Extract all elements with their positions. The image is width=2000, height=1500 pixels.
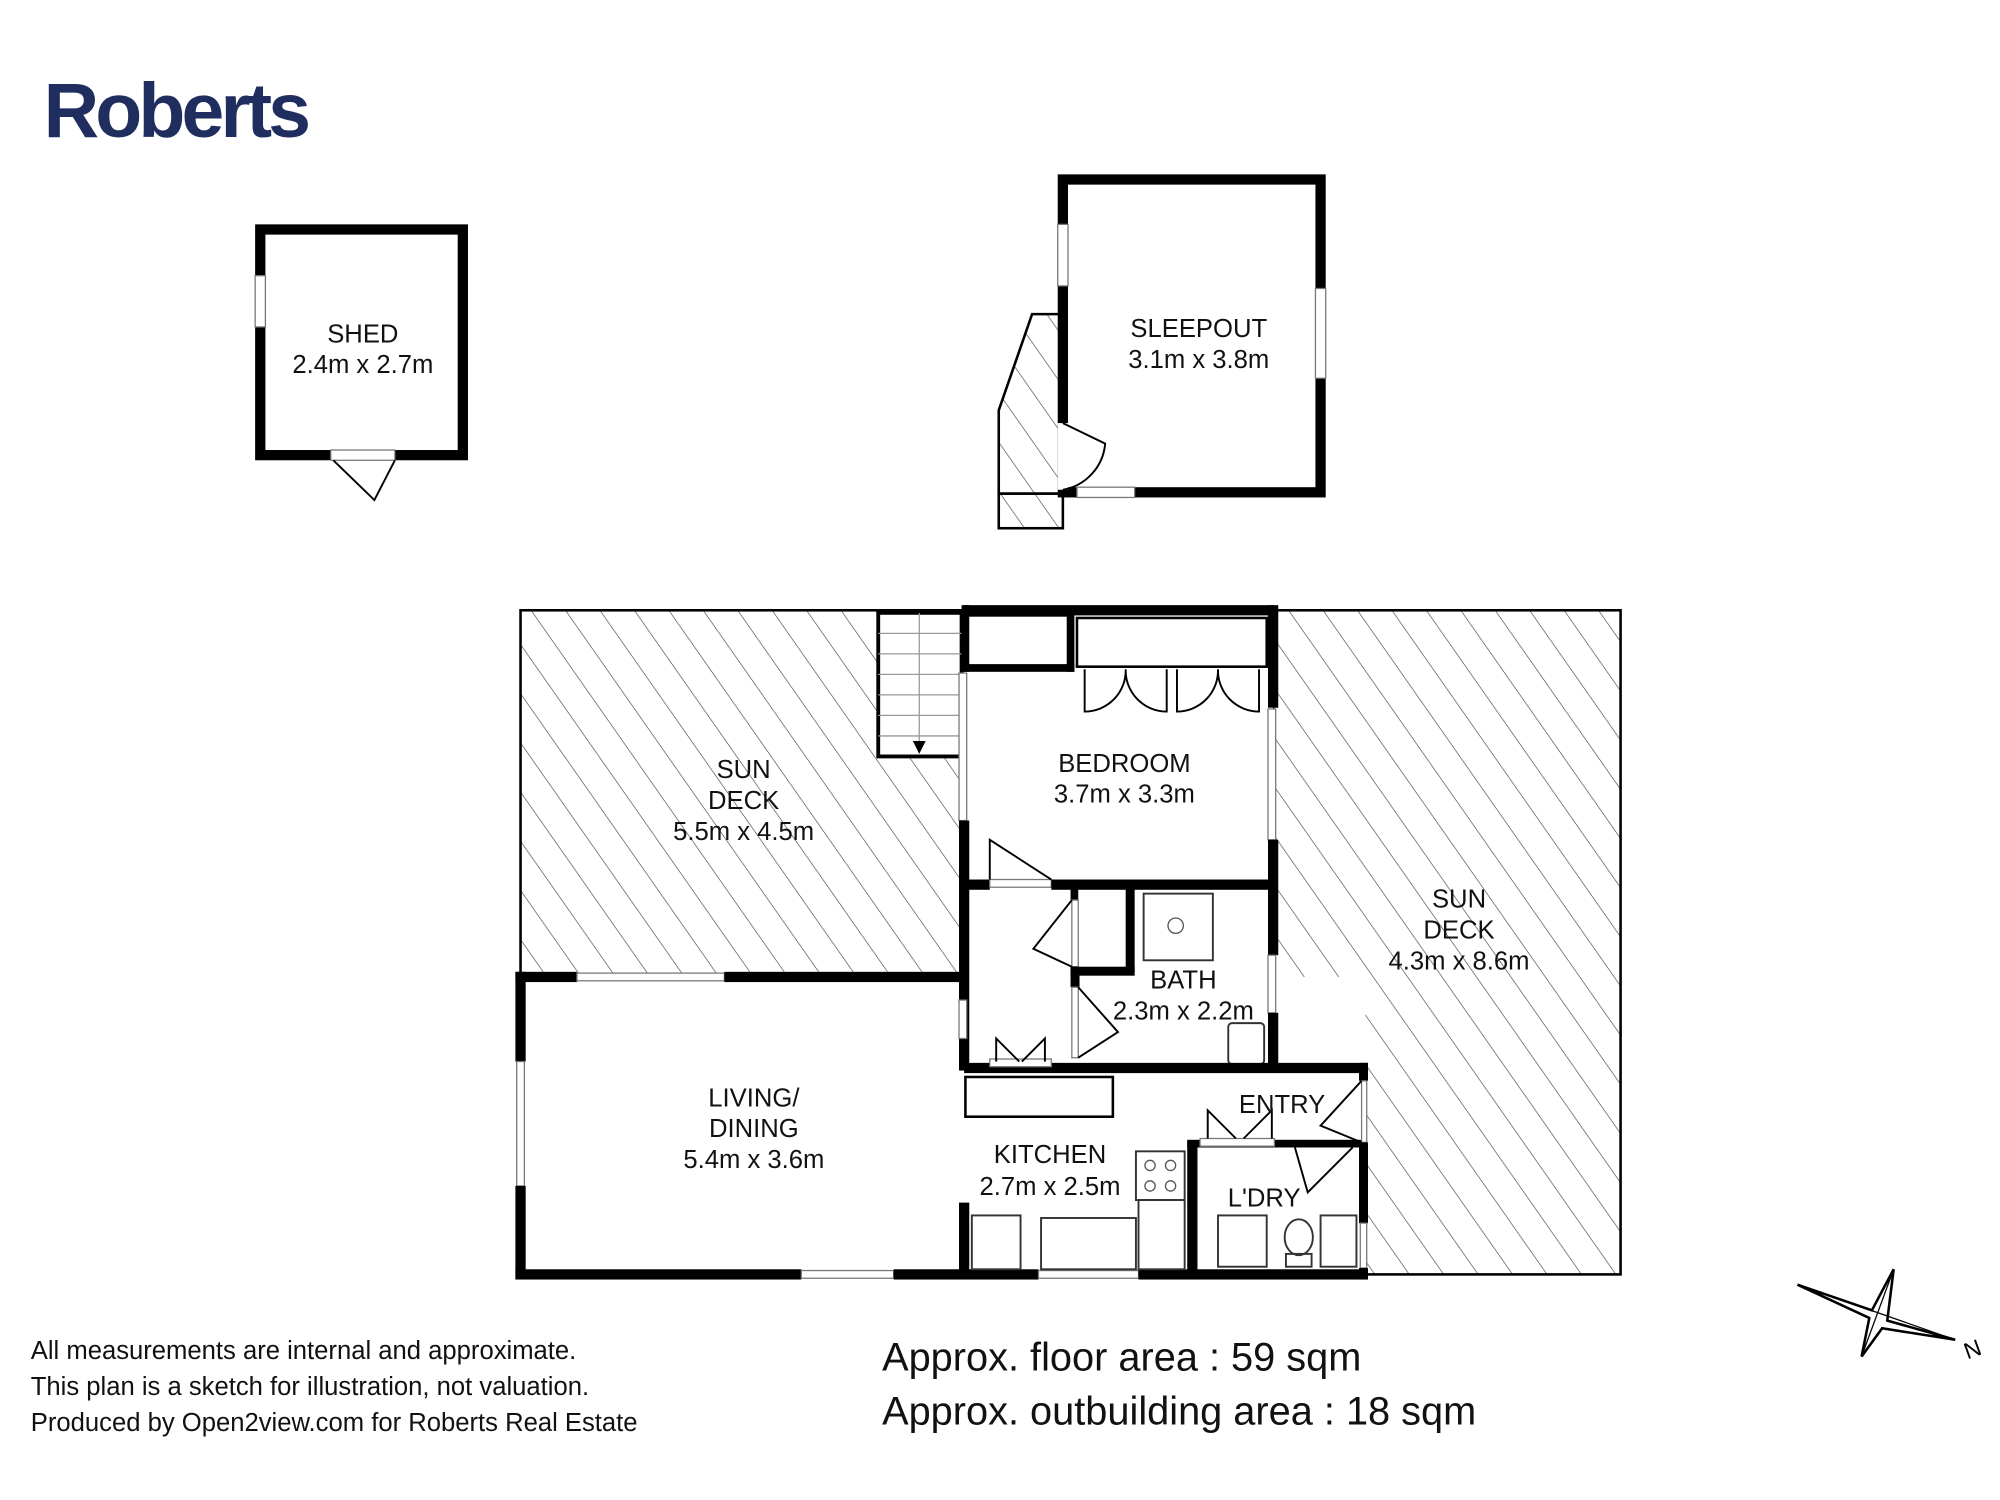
sun-deck-left-name2: DECK [708,787,779,815]
disclaimer-line-3: Produced by Open2view.com for Roberts Re… [31,1409,638,1437]
sun-deck-left-size: 5.5m x 4.5m [673,818,814,846]
sun-deck-right-name1: SUN [1432,886,1486,914]
floor-area: Approx. floor area : 59 sqm [882,1336,1361,1380]
disclaimer-line-1: All measurements are internal and approx… [31,1337,577,1365]
compass-north-label: N [1960,1334,1985,1364]
living-name2: DINING [709,1115,799,1143]
main-house [515,605,1622,1280]
shed-size: 2.4m x 2.7m [292,351,433,379]
bedroom-size: 3.7m x 3.3m [1054,781,1195,809]
bath-name: BATH [1150,966,1216,994]
compass-icon [1796,1268,1956,1358]
living-size: 5.4m x 3.6m [683,1146,824,1174]
disclaimer-line-2: This plan is a sketch for illustration, … [31,1373,589,1401]
kitchen-size: 2.7m x 2.5m [980,1173,1121,1201]
laundry-name: L'DRY [1228,1184,1301,1212]
kitchen-name: KITCHEN [994,1141,1106,1169]
bath-size: 2.3m x 2.2m [1113,997,1254,1025]
living-name1: LIVING/ [708,1084,800,1112]
shed-name: SHED [327,320,398,348]
sun-deck-right-name2: DECK [1423,916,1494,944]
sleepout-size: 3.1m x 3.8m [1128,346,1269,374]
outbuilding-area: Approx. outbuilding area : 18 sqm [882,1389,1476,1433]
entry-name: ENTRY [1239,1091,1325,1119]
sun-deck-right-size: 4.3m x 8.6m [1389,947,1530,975]
sleepout: SLEEPOUT 3.1m x 3.8m [997,174,1327,530]
sun-deck-left-name1: SUN [717,756,771,784]
bedroom-name: BEDROOM [1058,750,1190,778]
sleepout-name: SLEEPOUT [1130,315,1267,343]
shed: SHED 2.4m x 2.7m [254,224,468,502]
roberts-logo: Roberts [44,68,309,154]
